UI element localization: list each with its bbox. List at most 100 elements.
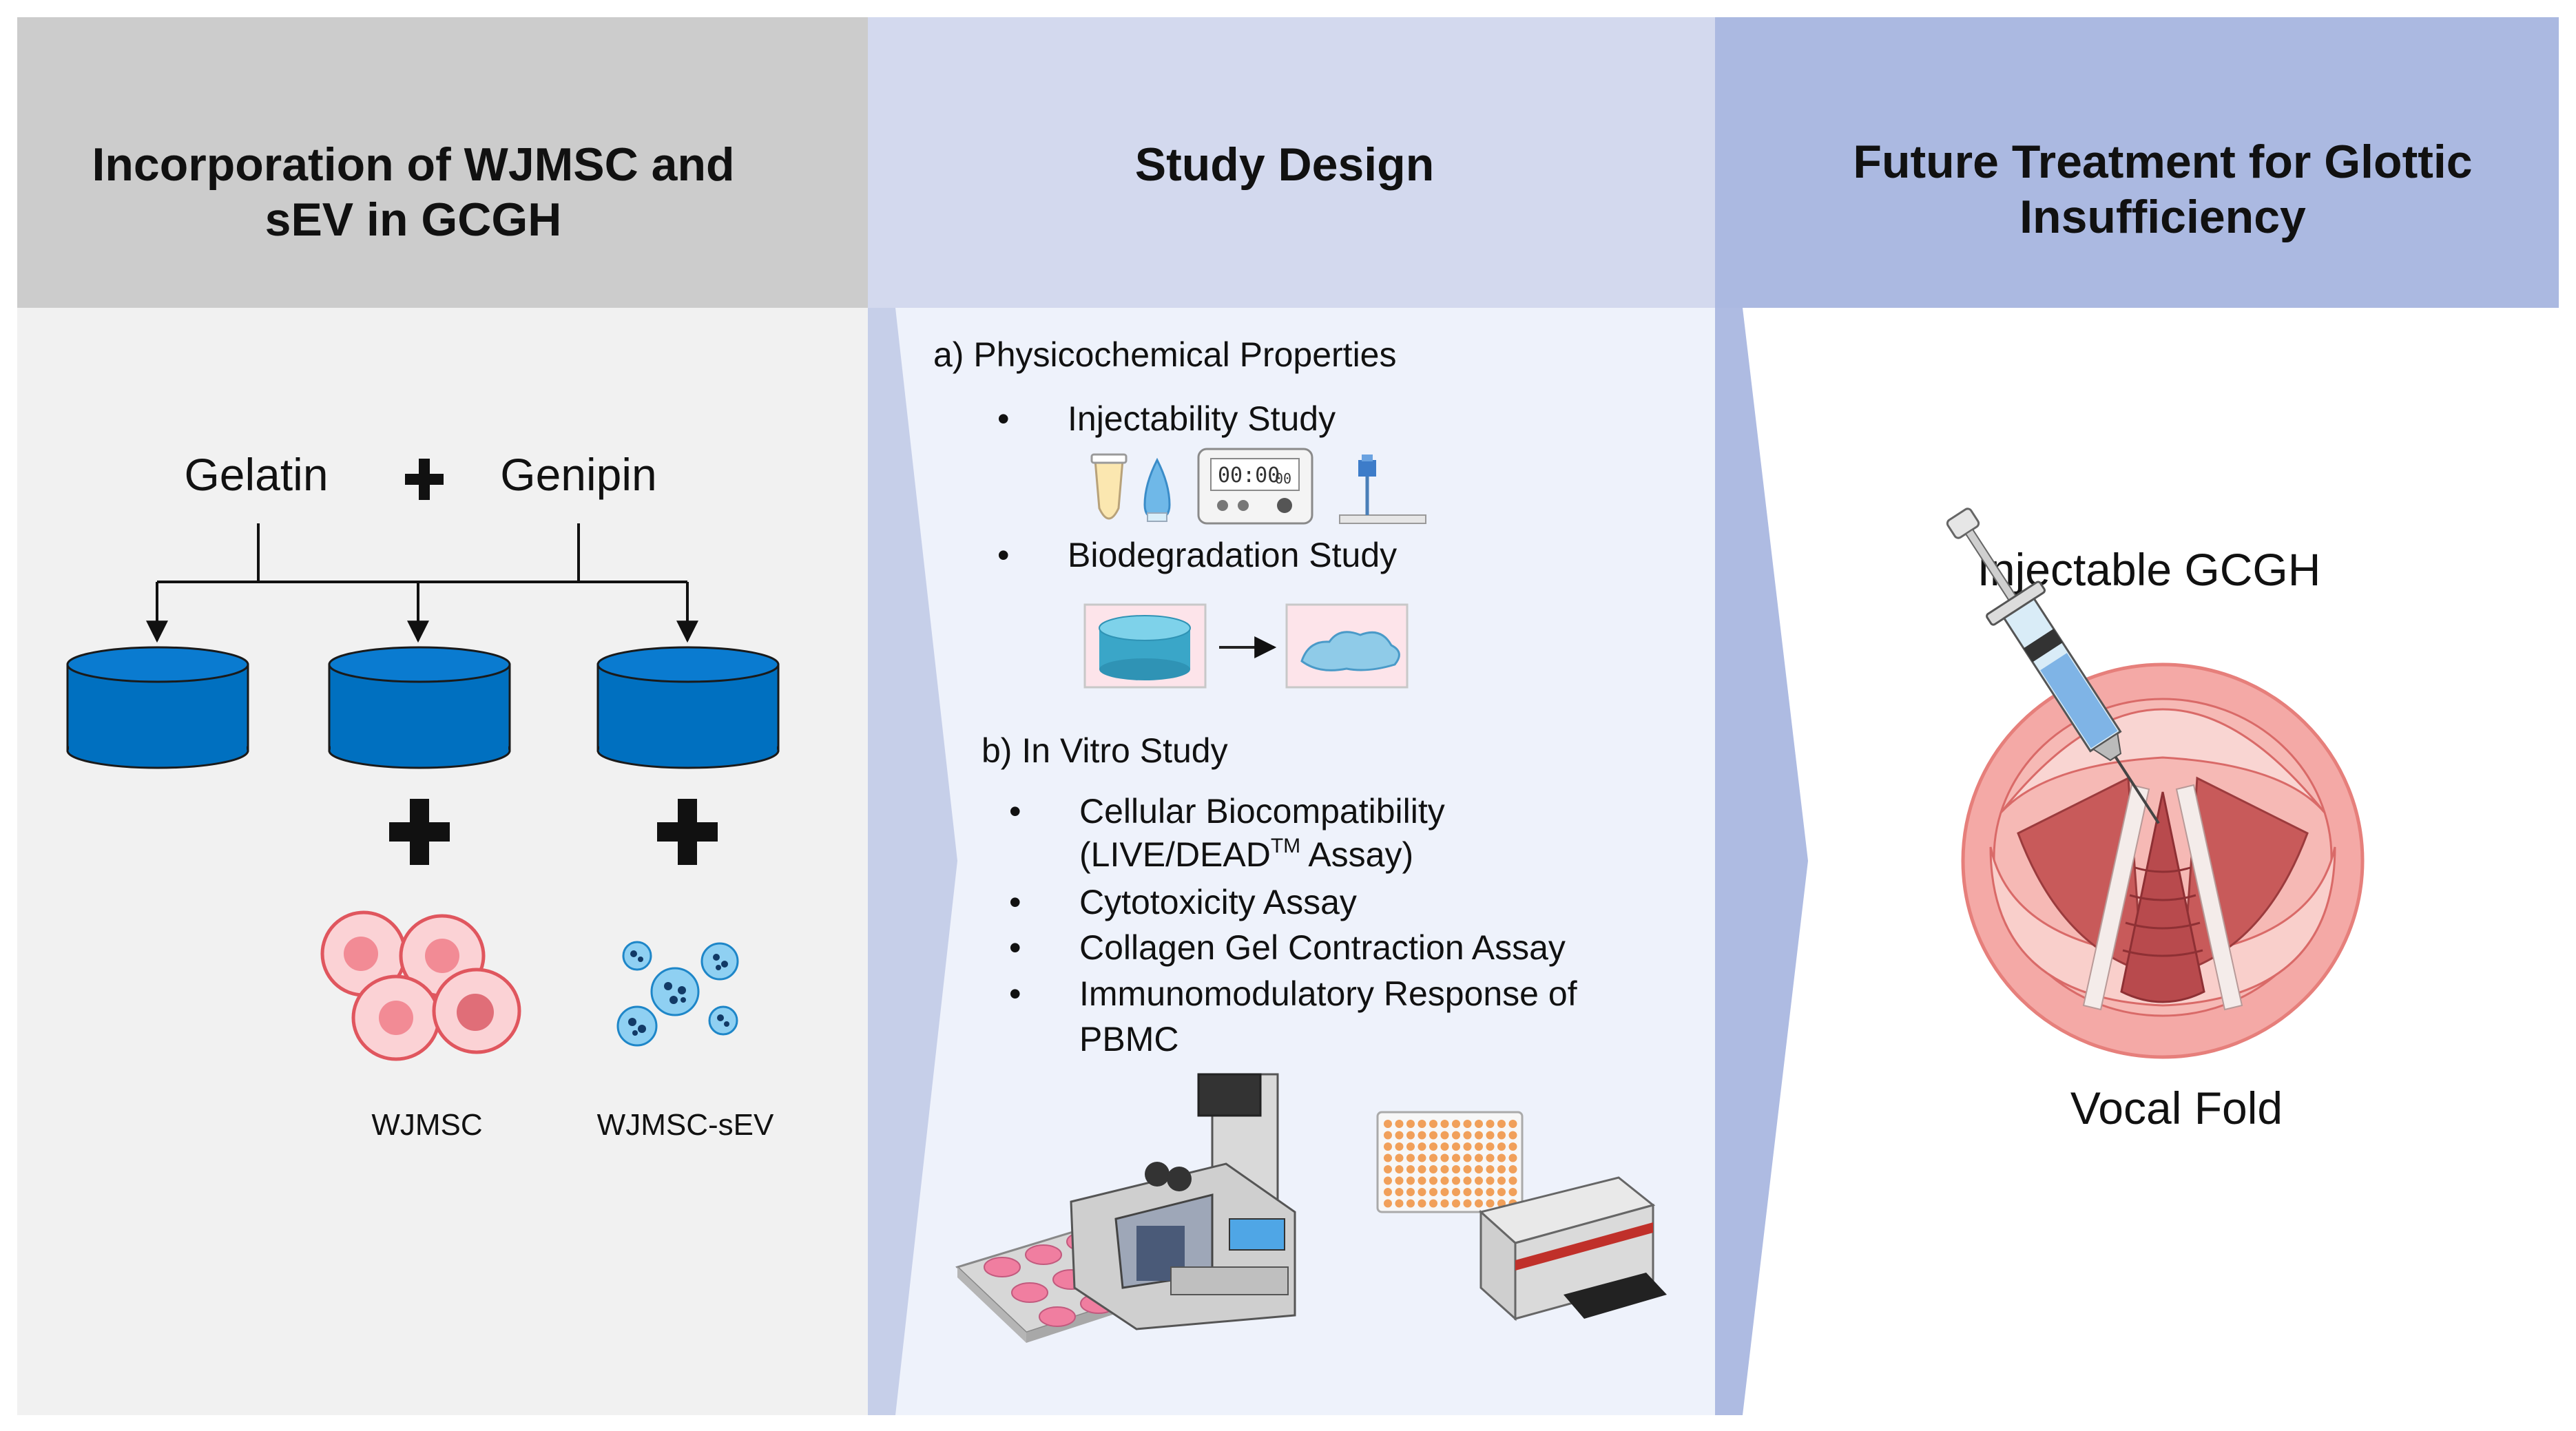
plate-well <box>1497 1176 1506 1185</box>
item-2-line1: Cytotoxicity Assay <box>1079 883 1357 921</box>
intact-gel-icon <box>1083 603 1207 689</box>
plate-well <box>1463 1142 1472 1151</box>
bullet-item-3: • <box>1009 928 1021 967</box>
right-header-bg <box>1715 17 2559 308</box>
plate-well <box>1406 1153 1415 1162</box>
plate-well <box>1417 1142 1426 1151</box>
plate-well <box>1508 1131 1517 1140</box>
plate-well <box>1406 1131 1415 1140</box>
tube-icon <box>1090 453 1128 520</box>
plate-well <box>1452 1199 1460 1208</box>
plate-well <box>1508 1188 1517 1196</box>
item-4-line1: Immunomodulatory Response of <box>1079 974 1577 1013</box>
section-a-title: a) Physicochemical Properties <box>933 335 1397 374</box>
dropper-icon <box>1143 457 1171 522</box>
sev-vesicles-icon <box>616 941 739 1047</box>
timer-icon: 00:00 00 <box>1197 448 1313 525</box>
wjmsc-label: WJMSC <box>371 1108 482 1142</box>
plate-well <box>1463 1199 1472 1208</box>
plate-well <box>1384 1131 1392 1140</box>
plate-well <box>1406 1176 1415 1185</box>
plate-well <box>1463 1131 1472 1140</box>
plate-well <box>1406 1120 1415 1128</box>
plate-well <box>1497 1188 1506 1196</box>
plate-well <box>1452 1131 1460 1140</box>
plate-well <box>1395 1120 1404 1128</box>
plate-well <box>1417 1131 1426 1140</box>
plate-well <box>1508 1165 1517 1173</box>
middle-panel-background <box>868 17 1715 1415</box>
plate-well <box>1452 1165 1460 1173</box>
plate-well <box>1440 1165 1449 1173</box>
plate-well <box>1475 1131 1483 1140</box>
plate-well <box>1452 1142 1460 1151</box>
plate-well <box>1463 1153 1472 1162</box>
bullet-item-4: • <box>1009 974 1021 1013</box>
left-body-bg <box>17 308 868 1415</box>
plate-well <box>1497 1142 1506 1151</box>
middle-header-title: Study Design <box>1135 138 1435 191</box>
item-1-line2: (LIVE/DEADTM Assay) <box>1079 835 1413 874</box>
plate-well <box>1395 1188 1404 1196</box>
plate-well <box>1429 1142 1437 1151</box>
item-1-line2a: (LIVE/DEAD <box>1079 835 1271 874</box>
plate-well <box>1486 1120 1495 1128</box>
plate-well <box>1417 1176 1426 1185</box>
connector-lines <box>146 523 698 643</box>
plate-well <box>1486 1199 1495 1208</box>
plate-well <box>1384 1176 1392 1185</box>
plate-well <box>1417 1199 1426 1208</box>
injectability-study-label: Injectability Study <box>1068 399 1336 438</box>
right-header-line1: Future Treatment for Glottic <box>1853 136 2472 188</box>
plate-well <box>1475 1120 1483 1128</box>
left-header-line2: sEV in GCGH <box>265 194 562 246</box>
middle-chevron-inner <box>895 308 957 1415</box>
gelatin-label: Gelatin <box>184 449 328 500</box>
plate-well <box>1475 1188 1483 1196</box>
plate-well <box>1395 1142 1404 1151</box>
plate-well <box>1440 1142 1449 1151</box>
plate-well <box>1395 1165 1404 1173</box>
plate-well <box>1452 1176 1460 1185</box>
timer-display-small: 00 <box>1275 470 1291 487</box>
item-4-line2: PBMC <box>1079 1020 1178 1058</box>
genipin-label: Genipin <box>500 449 657 500</box>
plus-icon-wjmsc <box>389 799 450 865</box>
plate-well <box>1475 1142 1483 1151</box>
plate-well <box>1429 1199 1437 1208</box>
plate-well <box>1463 1165 1472 1173</box>
plate-well <box>1429 1165 1437 1173</box>
degraded-gel-icon <box>1285 603 1409 689</box>
plate-well <box>1395 1199 1404 1208</box>
bullet-biodegradation: • <box>997 536 1010 574</box>
middle-header-bg <box>868 17 1715 308</box>
plate-reader-icon <box>1478 1176 1667 1322</box>
plate-well <box>1395 1176 1404 1185</box>
plate-well <box>1452 1153 1460 1162</box>
plate-well <box>1384 1142 1392 1151</box>
plate-well <box>1475 1153 1483 1162</box>
plate-well <box>1429 1120 1437 1128</box>
plate-well <box>1475 1176 1483 1185</box>
plate-well <box>1384 1188 1392 1196</box>
plate-well <box>1486 1188 1495 1196</box>
item-1-line2b: Assay) <box>1300 835 1413 874</box>
plate-well <box>1417 1165 1426 1173</box>
plate-well <box>1463 1188 1472 1196</box>
right-panel-background <box>1715 17 2559 1415</box>
item-1-sup: TM <box>1271 835 1300 857</box>
plate-well <box>1406 1188 1415 1196</box>
plate-well <box>1463 1120 1472 1128</box>
plate-well <box>1486 1165 1495 1173</box>
plate-well <box>1440 1199 1449 1208</box>
plate-well <box>1440 1153 1449 1162</box>
plate-well <box>1475 1165 1483 1173</box>
plate-well <box>1486 1153 1495 1162</box>
right-header-line2: Insufficiency <box>2019 191 2306 243</box>
plate-well <box>1440 1176 1449 1185</box>
right-chevron <box>1715 308 1808 1415</box>
plate-well <box>1384 1120 1392 1128</box>
section-b-title: b) In Vitro Study <box>981 731 1228 770</box>
plate-well <box>1384 1153 1392 1162</box>
